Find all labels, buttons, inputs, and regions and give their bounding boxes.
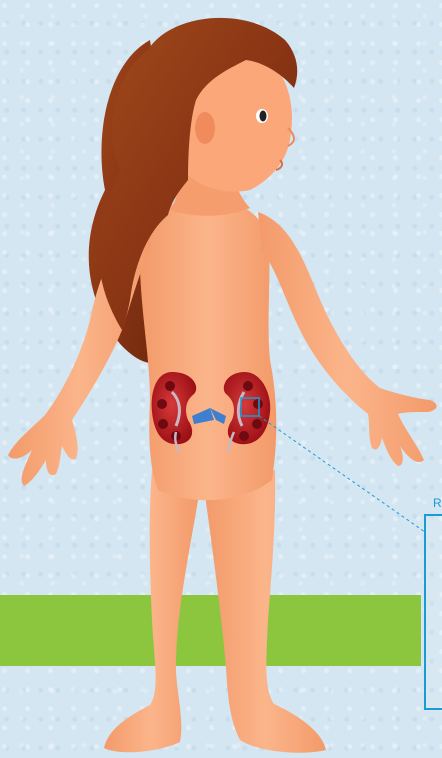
ear bbox=[195, 112, 215, 144]
pupil bbox=[260, 111, 267, 122]
callout-box[interactable] bbox=[424, 514, 442, 710]
right-arm bbox=[258, 212, 437, 466]
callout-label: R bbox=[433, 497, 442, 509]
right-leg bbox=[205, 470, 326, 753]
left-leg bbox=[104, 470, 198, 752]
torso bbox=[140, 202, 276, 500]
